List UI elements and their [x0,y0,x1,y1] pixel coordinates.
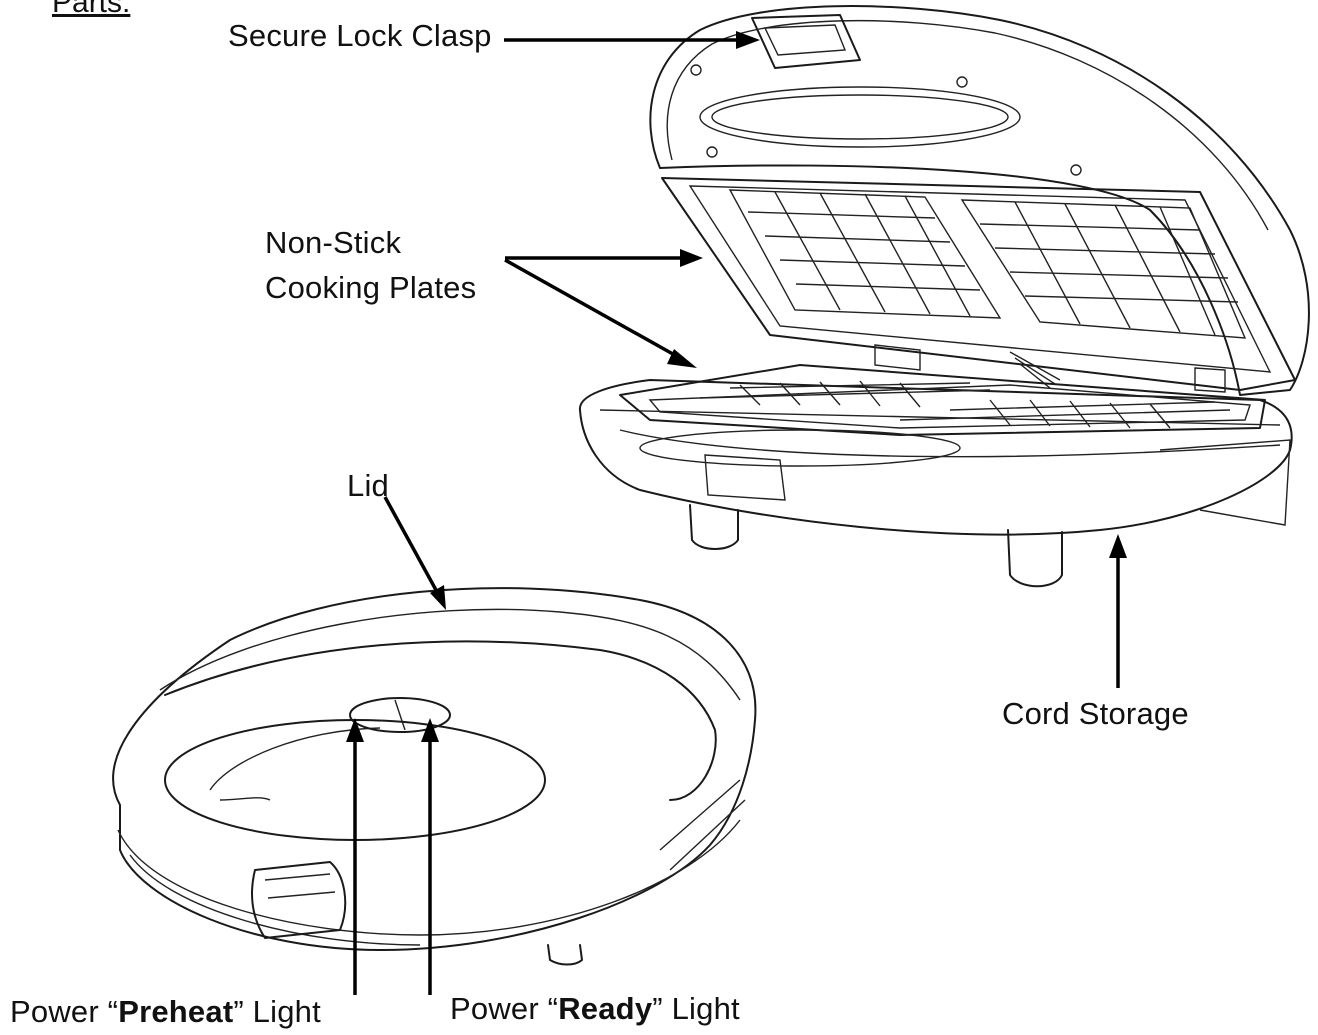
lid-arrow [383,496,438,591]
label-non-stick-line2: Cooking Plates [265,270,477,305]
callout-arrows [346,31,1127,995]
label-cord-storage: Cord Storage [1002,696,1189,731]
label-lid: Lid [347,468,389,503]
closed-waffle-maker-illustration [112,587,757,966]
label-secure-lock-clasp: Secure Lock Clasp [228,18,492,53]
preheat-suffix: ” Light [233,994,321,1029]
preheat-bold: Preheat [118,994,234,1029]
label-non-stick-line1: Non-Stick [265,225,402,260]
ready-prefix: Power “ [450,991,559,1026]
ready-suffix: ” Light [652,991,740,1026]
ready-bold: Ready [558,991,653,1026]
preheat-prefix: Power “ [10,994,119,1029]
cooking-plates-arrow-lower [504,258,681,360]
parts-title: Parts: [52,0,131,19]
label-power-ready-light: Power “Ready” Light [450,993,740,1024]
label-power-preheat-light: Power “Preheat” Light [10,996,321,1027]
open-waffle-maker-illustration [578,5,1310,588]
